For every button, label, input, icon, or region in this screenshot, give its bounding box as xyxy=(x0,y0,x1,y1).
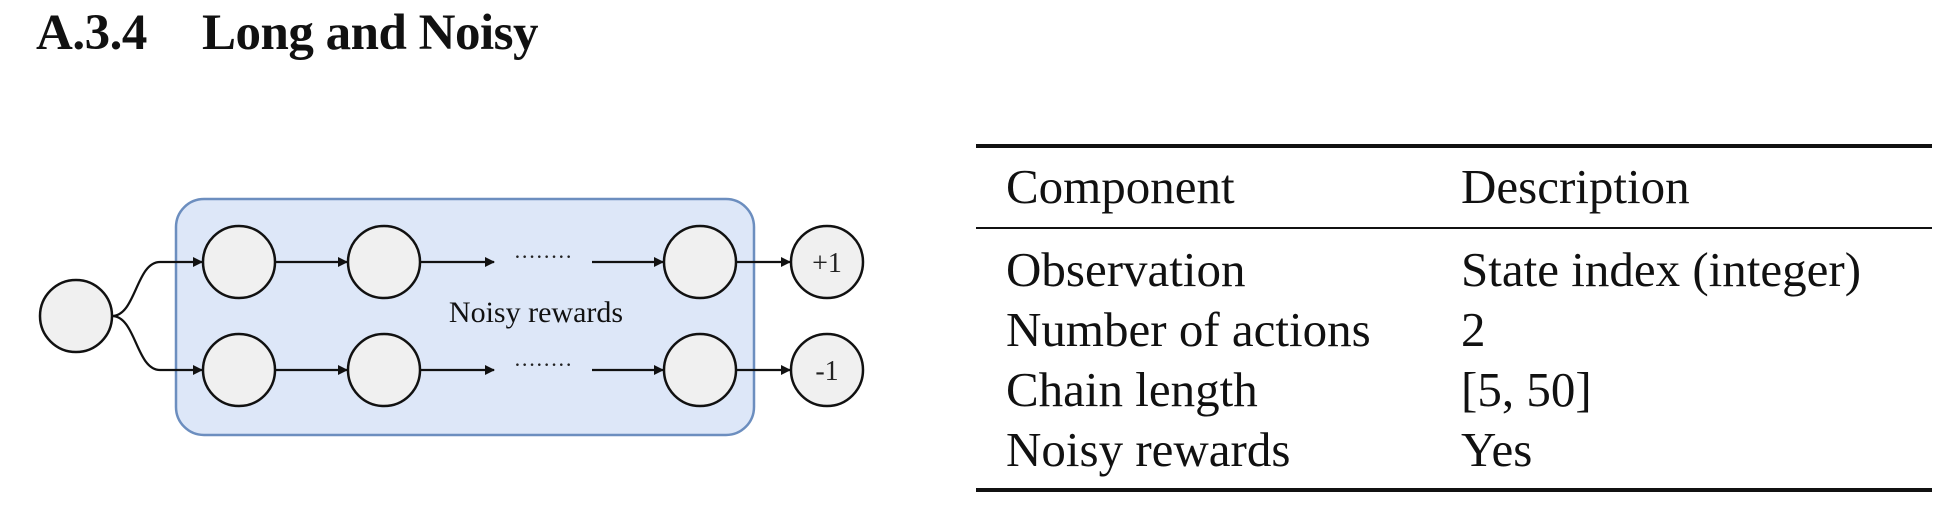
row-description-cell: State index (integer) xyxy=(1461,242,1862,297)
table-row: Chain length [5, 50] xyxy=(976,360,1932,420)
branch-up-arrow xyxy=(111,257,203,318)
row-description-cell: [5, 50] xyxy=(1461,362,1592,417)
table-row: Number of actions 2 xyxy=(976,300,1932,360)
terminal-negative-label: -1 xyxy=(815,356,838,387)
noisy-rewards-label: Noisy rewards xyxy=(449,296,623,329)
row-description-cell: 2 xyxy=(1461,302,1486,357)
branch-down-arrow xyxy=(111,314,203,375)
row-component-cell: Noisy rewards xyxy=(1006,422,1291,477)
top-chain-node-2 xyxy=(346,224,422,300)
top-ellipsis: ········ xyxy=(514,244,573,269)
section-number: A.3.4 xyxy=(36,5,147,61)
environment-spec-table: Component Description Observation State … xyxy=(976,144,1932,492)
section-title: Long and Noisy xyxy=(202,5,538,61)
environment-spec-table-wrap: Component Description Observation State … xyxy=(976,144,1932,492)
header-component: Component xyxy=(1006,159,1235,214)
table-header-row: Component Description xyxy=(976,146,1932,228)
terminal-positive-node xyxy=(789,224,865,300)
header-description: Description xyxy=(1461,159,1690,214)
bottom-chain-node-last xyxy=(662,332,738,408)
table-row: Noisy rewards Yes xyxy=(976,420,1932,490)
top-chain-node-1 xyxy=(201,224,277,300)
bottom-chain-node-1 xyxy=(201,332,277,408)
section-heading: A.3.4 Long and Noisy xyxy=(36,4,538,62)
bottom-chain-node-2 xyxy=(346,332,422,408)
table-row: Observation State index (integer) xyxy=(976,228,1932,300)
row-component-cell: Observation xyxy=(1006,242,1246,297)
bottom-ellipsis: ········ xyxy=(514,352,573,377)
noisy-rewards-box xyxy=(174,197,756,437)
top-chain-node-last xyxy=(662,224,738,300)
row-component-cell: Number of actions xyxy=(1006,302,1371,357)
terminal-positive-label: +1 xyxy=(812,248,842,279)
row-component-cell: Chain length xyxy=(1006,362,1258,417)
row-description-cell: Yes xyxy=(1461,422,1533,477)
terminal-negative-node xyxy=(789,332,865,408)
chain-diagram: ········ +1 ········ -1 Noisy rewards xyxy=(38,197,865,437)
start-state-node xyxy=(38,278,114,354)
